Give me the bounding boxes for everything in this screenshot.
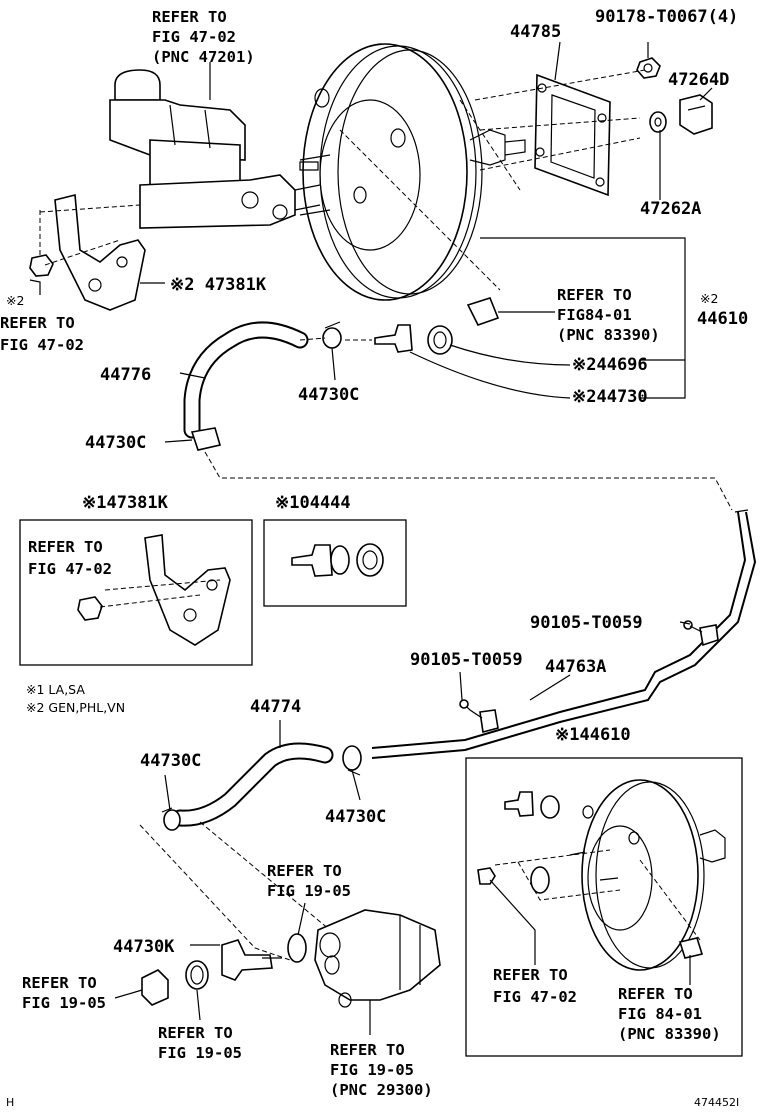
- oring-19-05-b: [185, 960, 209, 990]
- inset-47381k-box: [19, 519, 253, 666]
- part-44776: 44776: [100, 365, 151, 385]
- inset-04444-box: [263, 519, 407, 607]
- oring-pump: [287, 933, 307, 963]
- clamp-44730c-a: [322, 321, 342, 349]
- ref-left-line1: REFER TO: [0, 314, 75, 332]
- ref-84-top-line2: FIG84-01: [557, 306, 632, 324]
- brake-booster-inset: [569, 779, 726, 971]
- inset-44610-box: [465, 757, 743, 1057]
- part-44730c-c: 44730C: [140, 751, 201, 771]
- ref-19-05-d-line2: FIG 19-05: [330, 1061, 414, 1079]
- gasket-inset: [530, 866, 550, 894]
- mark2-right: ※2: [700, 291, 718, 306]
- grommet-44696: [427, 325, 453, 355]
- clevis-47264d: [679, 94, 713, 135]
- nut-90178: [636, 57, 661, 79]
- part-47262a: 47262A: [640, 199, 701, 219]
- ref-47-02-line2: FIG 47-02: [152, 28, 236, 46]
- inset2-title: ※104444: [275, 493, 351, 513]
- hose-44776: [183, 321, 309, 439]
- pipe-clamp-b: [683, 620, 719, 647]
- gasket-44785: [534, 73, 611, 197]
- inset1-ref-line2: FIG 47-02: [28, 560, 112, 578]
- bracket-47381k-inset: [77, 534, 231, 646]
- pipe-44763a: [371, 509, 757, 759]
- ref-19-05-c-line1: REFER TO: [158, 1024, 233, 1042]
- ref-19-05-d-line1: REFER TO: [330, 1041, 405, 1059]
- part-47381k-top: ※2 47381K: [170, 275, 267, 295]
- ref-19-05-c-line2: FIG 19-05: [158, 1044, 242, 1062]
- ref-19-05-b-line1: REFER TO: [22, 974, 97, 992]
- part-44730k: 44730K: [113, 937, 175, 957]
- valve-kit-04444: [291, 543, 384, 577]
- brake-booster-top: [299, 43, 526, 301]
- sensor-inset: [678, 937, 704, 959]
- part-44696: ※244696: [572, 355, 648, 375]
- part-44730c-d: 44730C: [325, 807, 386, 827]
- corner-left-code: H: [6, 1096, 14, 1109]
- elbow-44730k: [221, 939, 282, 981]
- ref-47-02-bottom-line2: FIG 47-02: [493, 988, 577, 1006]
- part-47264d: 47264D: [668, 70, 729, 90]
- ref-19-05-a-line1: REFER TO: [267, 862, 342, 880]
- ref-84-bottom-line3: (PNC 83390): [618, 1025, 721, 1043]
- part-44730c-b: 44730C: [85, 433, 146, 453]
- plug-19-05-a: [141, 969, 169, 1006]
- ref-84-bottom-line2: FIG 84-01: [618, 1005, 702, 1023]
- note-2: ※2 GEN,PHL,VN: [26, 700, 125, 715]
- clamp-44730c-d: [161, 807, 181, 831]
- ref-47-02-bottom-line1: REFER TO: [493, 966, 568, 984]
- part-44730: ※244730: [572, 387, 648, 407]
- vacuum-sensor-top: [466, 297, 525, 326]
- ref-19-05-d-line3: (PNC 29300): [330, 1081, 433, 1099]
- ref-47-02-line1: REFER TO: [152, 8, 227, 26]
- ref-19-05-a-line2: FIG 19-05: [267, 882, 351, 900]
- nut-47262a: [649, 111, 667, 133]
- part-44785: 44785: [510, 22, 561, 42]
- master-cylinder: [109, 69, 321, 229]
- part-44774: 44774: [250, 697, 301, 717]
- ref-left-line2: FIG 47-02: [0, 336, 84, 354]
- check-valve-44730: [374, 324, 413, 353]
- inset1-title: ※147381K: [82, 493, 169, 513]
- part-90105-b: 90105-T0059: [410, 650, 523, 670]
- ref-19-05-b-line2: FIG 19-05: [22, 994, 106, 1012]
- hose-44774: [171, 742, 334, 827]
- ref-84-bottom-line1: REFER TO: [618, 985, 693, 1003]
- bracket-47381k-top: [54, 193, 146, 311]
- ref-47-02-line3: (PNC 47201): [152, 48, 255, 66]
- note-1: ※1 LA,SA: [26, 682, 85, 697]
- part-90105-a: 90105-T0059: [530, 613, 643, 633]
- labels: REFER TO FIG 47-02 (PNC 47201) 44785 901…: [0, 7, 748, 1109]
- vacuum-pump: [314, 909, 441, 1008]
- pipe-clamp-a: [459, 699, 499, 734]
- nut-left-top: [29, 254, 54, 277]
- mark2-left: ※2: [6, 293, 24, 308]
- ref-84-top-line3: (PNC 83390): [557, 326, 660, 344]
- part-90178: 90178-T0067(4): [595, 7, 738, 27]
- part-44610-top: 44610: [697, 309, 748, 329]
- ref-84-top-line1: REFER TO: [557, 286, 632, 304]
- valve-inset: [504, 791, 560, 819]
- inset1-ref-line1: REFER TO: [28, 538, 103, 556]
- nut-inset: [477, 867, 496, 885]
- corner-right-code: 474452I: [694, 1096, 739, 1109]
- clamp-44730c-b: [190, 427, 222, 451]
- part-44763a: 44763A: [545, 657, 606, 677]
- part-44610-bottom: ※144610: [555, 725, 631, 745]
- part-44730c-a: 44730C: [298, 385, 359, 405]
